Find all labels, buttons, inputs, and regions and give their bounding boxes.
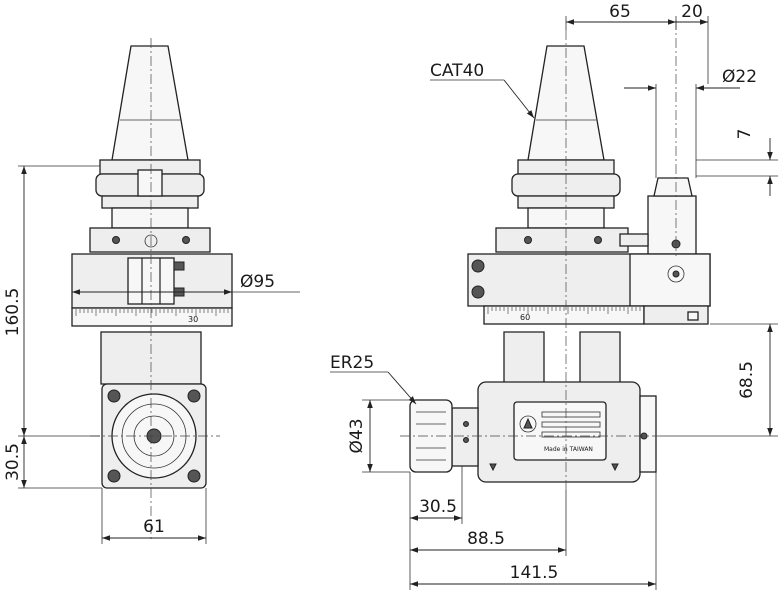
dim-65: 65: [609, 2, 631, 22]
nameplate-origin: Made in TAIWAN: [544, 446, 593, 453]
screw-icon: [107, 389, 121, 403]
screw-icon: [107, 469, 121, 483]
screw-icon: [594, 236, 602, 244]
dim-7: 7: [735, 129, 755, 140]
label-er25: ER25: [330, 353, 374, 373]
front-scale-ticks: [75, 309, 229, 316]
dim-61: 61: [143, 517, 165, 537]
direction-arrow-icon: [611, 463, 619, 472]
screw-icon: [471, 285, 485, 299]
screw-icon: [187, 389, 201, 403]
dim-dia-43: Ø43: [347, 418, 367, 453]
screw-icon: [182, 236, 190, 244]
screw-icon: [471, 259, 485, 273]
stop-block-housing: [647, 195, 697, 257]
side-neck-left: [503, 331, 545, 385]
side-neck-right: [579, 331, 621, 385]
side-scale-ticks: [487, 307, 641, 314]
screw-icon: [187, 469, 201, 483]
side-view: 60 Made in TAIWAN: [400, 20, 711, 490]
nameplate: [513, 401, 607, 461]
dim-88-5: 88.5: [467, 529, 505, 549]
dim-30-5-left: 30.5: [3, 443, 23, 481]
front-mount-plate: [89, 227, 211, 253]
front-taper: [111, 45, 189, 161]
screw-icon: [524, 236, 532, 244]
dim-20: 20: [681, 2, 703, 22]
front-dimensions: 160.5 30.5 Ø95 61: [3, 165, 300, 544]
spindle-nose: [451, 407, 479, 467]
dim-160-5: 160.5: [3, 288, 23, 337]
brand-logo-icon: [519, 415, 537, 433]
front-view: 30: [71, 38, 233, 540]
dim-30-5-front: 30.5: [419, 497, 457, 517]
side-scale-label: 60: [520, 313, 530, 322]
pin-icon: [144, 234, 158, 248]
side-dimensions: 65 20 Ø22 7 68.5 CAT40 ER25 Ø43: [330, 2, 778, 590]
dim-68-5: 68.5: [737, 361, 757, 399]
dim-dia-95: Ø95: [240, 272, 275, 292]
front-scale-label: 30: [188, 315, 198, 324]
dim-dia-22: Ø22: [722, 67, 757, 87]
dim-141-5: 141.5: [510, 563, 559, 583]
screw-icon: [112, 236, 120, 244]
direction-arrow-icon: [489, 463, 497, 472]
label-cat40: CAT40: [430, 61, 484, 81]
